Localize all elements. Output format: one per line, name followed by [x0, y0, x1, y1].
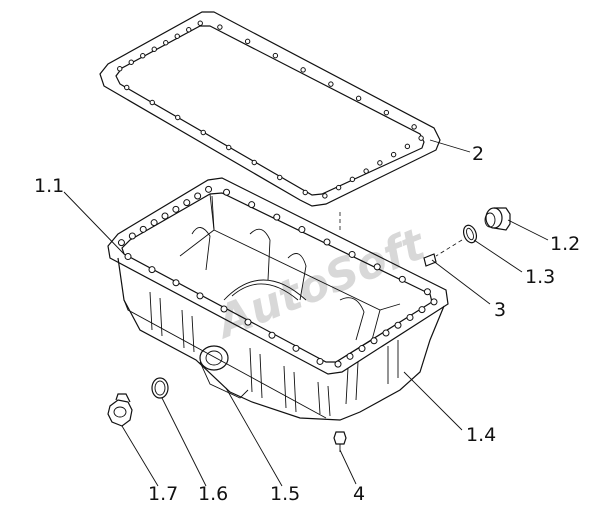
bolt-hole [161, 212, 169, 220]
bolt-hole [117, 239, 125, 247]
bolt-hole [244, 38, 251, 45]
bolt-hole [272, 52, 279, 59]
washer-1-3-part [462, 224, 478, 244]
gasket-part [99, 11, 441, 207]
bolt-hole [205, 185, 213, 193]
washer-1-6-part [151, 377, 169, 399]
bolt-hole [183, 199, 191, 207]
pan-flange-bolts [117, 185, 438, 368]
bolt-hole [382, 329, 390, 337]
bolt-hole [300, 67, 306, 73]
callout-1-7: 1.7 [148, 483, 178, 505]
bolt-hole [248, 201, 256, 209]
bolt-hole [335, 184, 342, 191]
bolt-hole [355, 95, 362, 102]
bolt-hole [334, 360, 342, 368]
bolt-hole [348, 250, 356, 258]
bolt-hole [346, 352, 354, 360]
bolt-hole [349, 176, 356, 183]
bolt-hole [163, 40, 169, 46]
drain-plug-1-7-part [107, 393, 133, 427]
callout-1-6: 1.6 [198, 483, 228, 505]
watermark-text: AutoSoft [207, 218, 434, 349]
bolt-hole [411, 124, 417, 130]
bolt-4-part [333, 431, 347, 452]
callout-4: 4 [353, 483, 365, 505]
bolt-hole [217, 24, 223, 30]
callout-1-1: 1.1 [34, 175, 64, 197]
bolt-hole [186, 27, 192, 33]
pin-axis-line [435, 239, 463, 257]
bolt-hole [175, 114, 181, 121]
bolt-hole [323, 238, 331, 246]
bolt-hole [200, 129, 206, 136]
bolt-hole [172, 205, 180, 213]
bolt-hole [196, 292, 204, 300]
bolt-hole [172, 279, 180, 287]
bolt-hole [140, 53, 146, 59]
oil-pan-part [107, 177, 449, 421]
gasket-bolt-holes [117, 20, 424, 199]
bolt-hole [406, 313, 414, 321]
bolt-hole [358, 345, 366, 353]
bolt-hole [174, 33, 180, 39]
bolt-hole [363, 168, 369, 174]
pin-3-part [423, 253, 437, 267]
bolt-hole [226, 144, 232, 151]
bolt-hole [244, 318, 252, 326]
bolt-hole [150, 219, 158, 227]
bolt-hole [151, 46, 157, 52]
bolt-hole [292, 344, 300, 352]
bolt-hole [251, 159, 257, 166]
bolt-hole [273, 213, 281, 221]
bolt-hole [194, 192, 202, 200]
plug-1-2-part [484, 207, 511, 231]
bolt-hole [128, 232, 136, 240]
callout-3: 3 [494, 299, 506, 321]
bolt-hole [430, 298, 438, 306]
bolt-hole [139, 225, 147, 233]
callout-1-5: 1.5 [270, 483, 300, 505]
bolt-hole [148, 266, 156, 274]
bolt-hole [322, 193, 328, 199]
bolt-hole [128, 59, 134, 65]
callout-2: 2 [472, 143, 484, 165]
bolt-hole [377, 160, 383, 166]
bolt-hole [117, 66, 123, 72]
bolt-hole [398, 275, 406, 283]
bolt-hole [268, 331, 276, 339]
bolt-hole [124, 84, 130, 91]
bolt-hole [316, 357, 324, 365]
callout-1-2: 1.2 [550, 233, 580, 255]
bolt-hole [418, 135, 424, 141]
bolt-hole [328, 81, 334, 87]
bolt-hole [220, 305, 228, 313]
bolt-hole [124, 253, 132, 261]
bolt-hole [390, 151, 397, 158]
bolt-hole [394, 321, 402, 329]
bolt-hole [302, 189, 308, 196]
bolt-hole [370, 337, 378, 345]
callout-1-3: 1.3 [525, 266, 555, 288]
bolt-hole [418, 306, 426, 314]
bolt-hole [298, 226, 306, 234]
leader-lines [63, 139, 549, 487]
callout-1-4: 1.4 [466, 424, 496, 446]
bolt-hole [383, 109, 390, 116]
bolt-hole [197, 20, 203, 26]
bolt-hole [223, 188, 231, 196]
bolt-hole [277, 174, 283, 181]
bolt-hole [404, 143, 411, 150]
bolt-hole [149, 99, 155, 106]
bolt-hole [423, 288, 431, 296]
bolt-hole [373, 263, 381, 271]
